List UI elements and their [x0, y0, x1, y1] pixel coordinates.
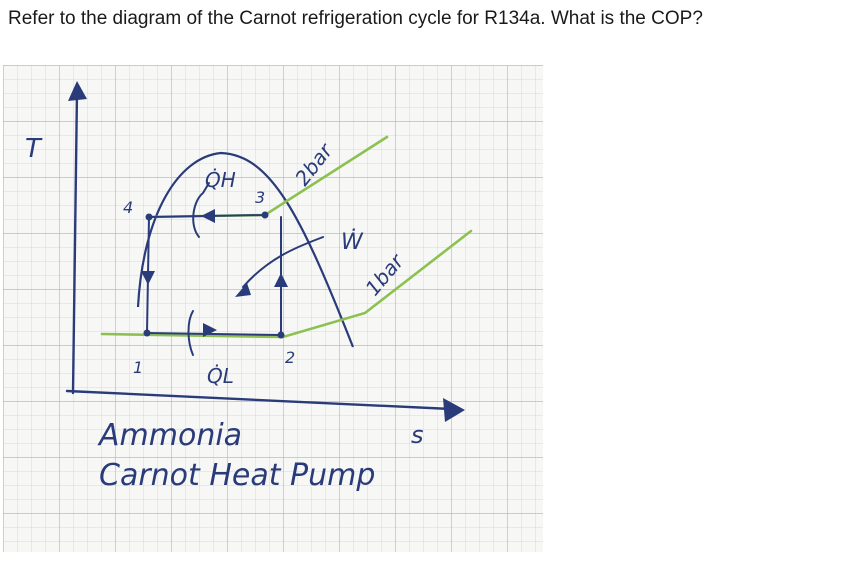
- state-points: [143, 211, 285, 339]
- axes: [65, 89, 453, 411]
- state-label-1: 1: [133, 358, 143, 377]
- work-arrow-head: [235, 283, 251, 297]
- work-label: Ẇ: [341, 229, 364, 255]
- arrow-up: [274, 273, 288, 287]
- arrow-right: [203, 323, 217, 337]
- question-text: Refer to the diagram of the Carnot refri…: [8, 8, 703, 29]
- arrow-left: [201, 209, 215, 223]
- state-label-2: 2: [285, 348, 295, 367]
- heat-work-curls: [187, 182, 324, 356]
- work-arrow: [242, 236, 324, 288]
- state-label-4: 4: [123, 198, 133, 217]
- state-label-3: 3: [255, 188, 265, 207]
- arrow-down: [141, 271, 155, 285]
- heat-out-label: Q̇H: [205, 168, 236, 192]
- s-axis: [65, 389, 453, 411]
- s-axis-arrow: [443, 398, 465, 422]
- isobar-low-line: [100, 229, 473, 339]
- t-axis-label: T: [25, 134, 43, 164]
- t-axis: [71, 89, 79, 395]
- heat-in-label: Q̇L: [207, 364, 234, 388]
- caption-line-2: Carnot Heat Pump: [99, 458, 375, 493]
- saturation-dome: [136, 151, 355, 348]
- carnot-diagram-photo: T s 1 2 3 4 Q̇H Q̇L Ẇ 2bar 1bar Ammonia …: [3, 65, 543, 552]
- s-axis-label: s: [411, 421, 424, 449]
- ql-curl: [187, 310, 194, 356]
- caption-line-1: Ammonia: [97, 418, 242, 453]
- t-axis-arrow: [68, 81, 87, 101]
- qh-curl: [192, 182, 210, 238]
- cycle-arrows: [141, 209, 288, 337]
- process-1-2: [146, 332, 282, 336]
